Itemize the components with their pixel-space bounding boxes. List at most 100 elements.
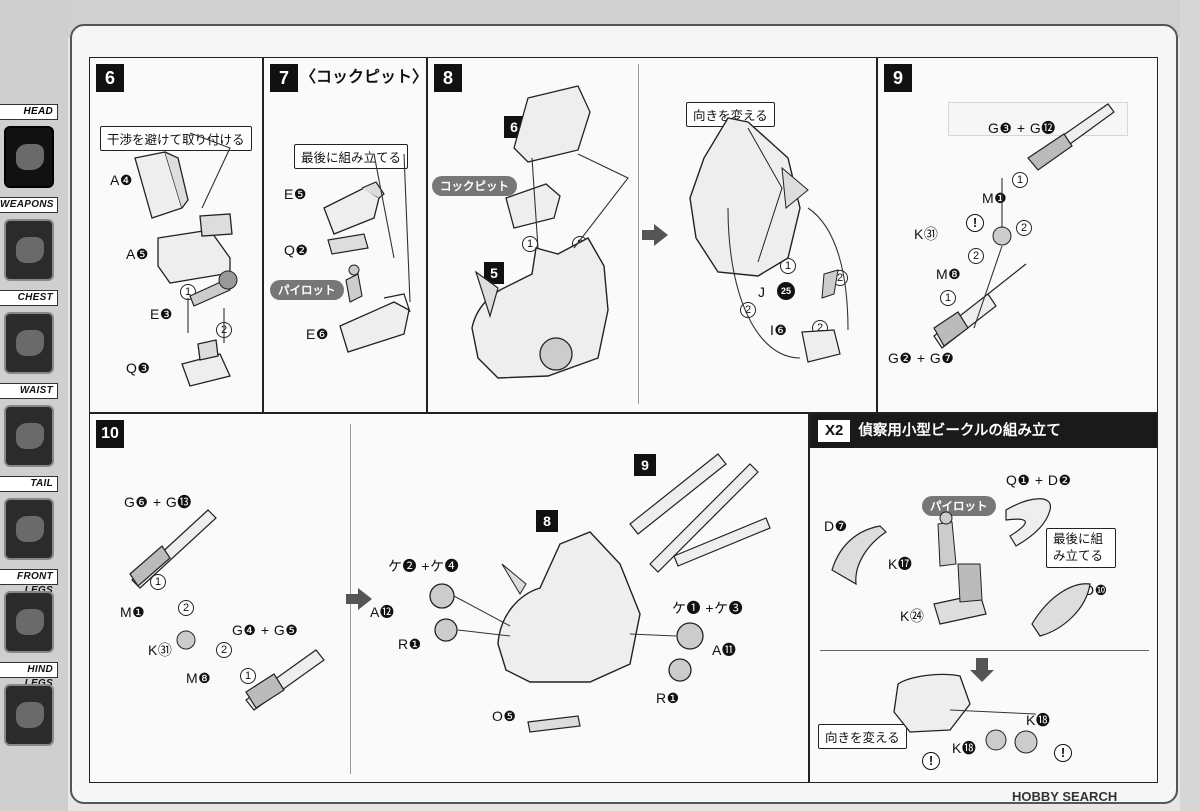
x2-title: 偵察用小型ビークルの組み立て: [858, 423, 1061, 439]
part-label: A⓫: [712, 642, 737, 658]
divider: [638, 64, 639, 404]
flow-arrow: [346, 588, 372, 610]
right-frame: [1180, 0, 1200, 811]
step-9-drawing: [933, 103, 1115, 349]
sub-step-label: 5: [484, 262, 504, 284]
side-tab-hind-legs[interactable]: HIND LEGS: [0, 662, 62, 755]
side-tab-head[interactable]: HEAD: [0, 104, 62, 197]
step-number: 7: [270, 64, 298, 92]
part-label: K㉛: [148, 642, 173, 658]
instruction-callout: 最後に組み立てる: [1046, 528, 1116, 568]
side-tab-waist[interactable]: WAIST: [0, 383, 62, 476]
cockpit-tag: コックピット: [432, 176, 517, 196]
part-label: J: [758, 284, 766, 300]
waist-icon: [4, 405, 54, 467]
part-label: M❶: [120, 604, 146, 620]
part-label: A⓬: [370, 604, 395, 620]
part-label: M❽: [936, 266, 962, 282]
part-label: A❹: [110, 172, 133, 188]
part-label: G❹ + G❺: [232, 622, 299, 638]
part-label: Q❶ + D❷: [1006, 472, 1072, 488]
side-tab-list: HEAD WEAPONS CHEST WAIST TAIL FRONT LEGSHIND …: [0, 104, 62, 755]
step-number: 8: [434, 64, 462, 92]
step-6-panel: 6 干渉を避けて取り付ける A❹ A❺ E❸ Q❸ 1 2: [89, 57, 263, 413]
caution-icon: !: [966, 214, 984, 232]
part-label: D❼: [824, 518, 848, 534]
instruction-callout: 向きを変える: [818, 724, 907, 749]
part-label: G❻ + G⓭: [124, 494, 192, 510]
step-8-panel: 8 6 5 コックピット 向きを変える J I❻ 25 1 2 1 2 2 2: [427, 57, 877, 413]
step-6-drawing: [134, 132, 238, 387]
part-label: R❶: [656, 690, 680, 706]
step-number: 9: [884, 64, 912, 92]
side-tab-front-legs[interactable]: FRONT LEGS: [0, 569, 62, 662]
part-label: K㉛: [914, 226, 939, 242]
step-number: 10: [96, 420, 124, 448]
part-number-badge: 25: [777, 282, 795, 300]
order-marker: 1: [522, 236, 538, 252]
order-marker: 1: [150, 574, 166, 590]
x2-panel: X2 偵察用小型ビークルの組み立て Q❶ + D❷ パイロット D❼ 最後に組み立…: [809, 413, 1158, 783]
step-9-panel: 9 G❸ + G⓬ M❶ K㉛ M❽ G❷ + G❼ 1 2 2 1 !: [877, 57, 1158, 413]
x2-badge: X2: [818, 420, 851, 442]
part-label: A❺: [126, 246, 149, 262]
x2-drawing: [831, 498, 1091, 754]
head-icon: [4, 126, 54, 188]
part-label: E❺: [284, 186, 307, 202]
part-label: K⓲: [952, 740, 977, 756]
step-10-drawing: [129, 453, 771, 733]
order-marker: 2: [216, 642, 232, 658]
side-tab-label: CHEST: [0, 290, 58, 306]
instruction-callout: 向きを変える: [686, 102, 775, 127]
part-label: K㉔: [900, 608, 925, 624]
side-tab-tail[interactable]: TAIL: [0, 476, 62, 569]
tail-icon: [4, 498, 54, 560]
part-label: O❺: [492, 708, 517, 724]
part-label: K⓲: [1026, 712, 1051, 728]
instruction-callout: 最後に組み立てる: [294, 144, 409, 169]
sub-step-label: 8: [536, 510, 558, 532]
divider: [820, 650, 1149, 651]
part-label: K⓱: [888, 556, 913, 572]
side-tab-weapons[interactable]: WEAPONS: [0, 197, 62, 290]
order-marker: 1: [940, 290, 956, 306]
pilot-tag: パイロット: [922, 496, 996, 516]
sub-step-label: 9: [634, 454, 656, 476]
step-7-panel: 7 〈コックピット〉 最後に組み立てる パイロット E❺ Q❷ E❻: [263, 57, 428, 413]
chest-icon: [4, 312, 54, 374]
flow-arrow: [642, 224, 668, 246]
side-tab-label: WAIST: [0, 383, 58, 399]
order-marker: 1: [1012, 172, 1028, 188]
part-label: E❻: [306, 326, 329, 342]
part-label: G❷ + G❼: [888, 350, 955, 366]
side-tab-label: TAIL: [0, 476, 58, 492]
side-tab-label: HIND LEGS: [0, 662, 58, 689]
part-label: ケ❶ +ケ❸: [672, 600, 744, 616]
step-8-drawing: [471, 85, 849, 379]
part-label: G❸ + G⓬: [988, 120, 1056, 136]
part-label: Q❸: [126, 360, 151, 376]
part-label: E❸: [150, 306, 173, 322]
x2-header: X2 偵察用小型ビークルの組み立て: [810, 414, 1157, 448]
hind-legs-icon: [4, 684, 54, 746]
order-marker: 2: [968, 248, 984, 264]
caution-icon: !: [922, 752, 940, 770]
part-label: ケ❷ +ケ❹: [388, 558, 460, 574]
part-label: M❽: [186, 670, 212, 686]
step-10-panel: 10 G❻ + G⓭ M❶ K㉛ G❹ + G❺ M❽ 1 2 2 1 9 8 …: [89, 413, 809, 783]
order-marker: 2: [178, 600, 194, 616]
step-7-drawing: [323, 153, 411, 353]
side-tab-chest[interactable]: CHEST: [0, 290, 62, 383]
part-label: M❶: [982, 190, 1008, 206]
side-tab-label: WEAPONS: [0, 197, 58, 213]
front-legs-icon: [4, 591, 54, 653]
watermark: HOBBY SEARCH: [1012, 789, 1118, 804]
order-marker: 2: [1016, 220, 1032, 236]
weapons-icon: [4, 219, 54, 281]
part-label: R❶: [398, 636, 422, 652]
part-label: Q❷: [284, 242, 309, 258]
side-tab-label: HEAD: [0, 104, 58, 120]
flow-arrow: [970, 658, 994, 682]
order-marker: 1: [240, 668, 256, 684]
